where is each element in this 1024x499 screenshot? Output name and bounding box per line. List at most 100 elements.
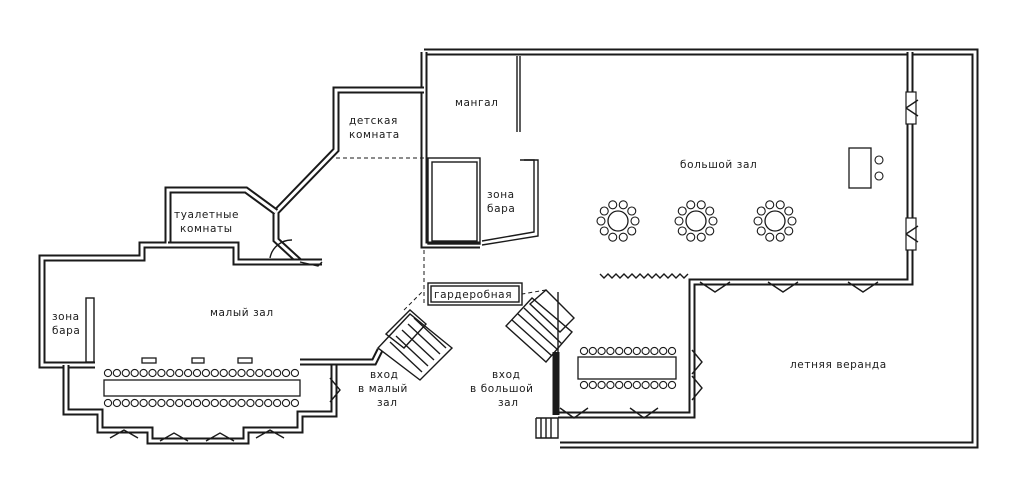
chair xyxy=(618,232,628,242)
chair xyxy=(579,380,589,390)
round-table xyxy=(753,200,797,242)
chair xyxy=(659,346,668,356)
windows xyxy=(109,91,919,442)
chair xyxy=(650,346,659,356)
round-table xyxy=(596,200,640,242)
label-kids-room-2: комната xyxy=(349,129,400,141)
chair xyxy=(157,368,166,378)
chair xyxy=(686,232,696,242)
table-top xyxy=(764,210,786,232)
label-entrance-small-3: зал xyxy=(377,397,398,409)
chair xyxy=(705,226,715,236)
chair xyxy=(183,368,193,378)
chair xyxy=(201,368,211,378)
chair xyxy=(623,380,633,390)
chair xyxy=(615,380,624,390)
label-bar-big-2: бара xyxy=(487,203,515,215)
chair xyxy=(175,398,184,408)
label-mangal: мангал xyxy=(455,97,498,109)
chair xyxy=(597,380,606,390)
chair xyxy=(667,380,677,390)
chair xyxy=(103,368,113,378)
chair xyxy=(183,398,193,408)
chair xyxy=(112,398,122,408)
chair xyxy=(290,398,300,408)
chair xyxy=(219,398,228,408)
chair xyxy=(121,368,130,378)
chair xyxy=(608,232,618,242)
chair xyxy=(281,368,291,378)
chair xyxy=(753,216,763,226)
chair xyxy=(281,398,291,408)
chair xyxy=(630,216,640,226)
chair xyxy=(255,368,264,378)
label-toilets-1: туалетные xyxy=(174,209,239,221)
chair xyxy=(139,398,148,408)
chair xyxy=(201,398,211,408)
chair xyxy=(166,398,175,408)
chair xyxy=(264,368,273,378)
chair xyxy=(677,206,687,216)
chair xyxy=(641,380,650,390)
label-kids-room-1: детская xyxy=(349,115,398,127)
chair xyxy=(632,346,641,356)
chair xyxy=(623,346,633,356)
table-top xyxy=(607,210,629,232)
chair xyxy=(246,368,255,378)
label-entrance-big-1: вход xyxy=(492,369,521,381)
chair xyxy=(192,398,202,408)
chair xyxy=(599,206,609,216)
chair xyxy=(650,380,659,390)
chair xyxy=(686,200,696,210)
chair xyxy=(264,398,273,408)
label-wardrobe: гардеробная xyxy=(434,289,512,301)
chair xyxy=(130,368,139,378)
chair xyxy=(255,398,264,408)
label-small-hall: малый зал xyxy=(210,307,274,319)
label-bar-small-1: зона xyxy=(52,311,80,323)
chair xyxy=(148,398,157,408)
chair xyxy=(166,368,175,378)
table-top xyxy=(685,210,707,232)
label-bar-big-1: зона xyxy=(487,189,515,201)
chair xyxy=(765,232,775,242)
label-veranda: летняя веранда xyxy=(790,359,887,371)
small-hall-banquet-table xyxy=(103,357,301,408)
chair xyxy=(775,232,785,242)
chair xyxy=(148,368,157,378)
chair xyxy=(210,398,219,408)
chair xyxy=(192,368,202,378)
chair xyxy=(765,200,775,210)
label-entrance-big-3: зал xyxy=(498,397,519,409)
chair xyxy=(579,346,589,356)
label-big-hall: большой зал xyxy=(680,159,757,171)
chair xyxy=(290,368,300,378)
chair xyxy=(228,368,237,378)
chair xyxy=(219,368,228,378)
chair xyxy=(112,368,122,378)
chair xyxy=(627,206,637,216)
chair xyxy=(615,346,624,356)
chair xyxy=(596,216,606,226)
chair xyxy=(618,200,628,210)
exterior-walls xyxy=(38,48,979,449)
chair xyxy=(237,368,246,378)
chair xyxy=(246,398,255,408)
chair xyxy=(157,398,166,408)
label-entrance-big-2: в большой xyxy=(470,383,534,395)
chair xyxy=(775,200,785,210)
chair xyxy=(627,226,637,236)
chair xyxy=(677,226,687,236)
chair xyxy=(139,368,148,378)
chair xyxy=(237,398,246,408)
label-entrance-small-1: вход xyxy=(370,369,399,381)
veranda-banquet-table xyxy=(577,346,677,390)
chair xyxy=(756,226,766,236)
chair xyxy=(175,368,184,378)
chair xyxy=(103,398,113,408)
round-tables xyxy=(596,200,797,242)
chair xyxy=(597,346,606,356)
chair xyxy=(696,200,706,210)
chair xyxy=(130,398,139,408)
